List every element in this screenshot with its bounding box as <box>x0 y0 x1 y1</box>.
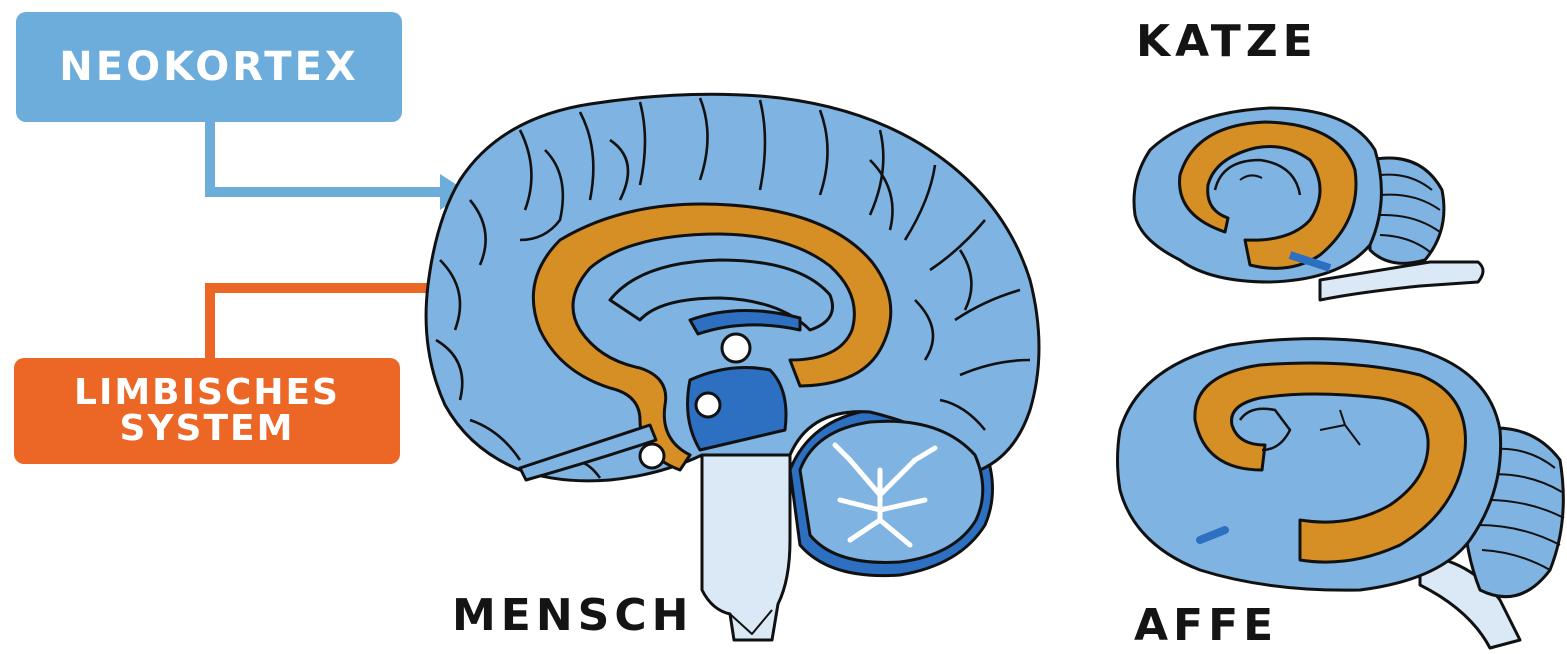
human-brain <box>426 94 1039 640</box>
human-cerebellum <box>800 421 983 562</box>
cat-brain <box>1134 108 1483 300</box>
human-brainstem <box>702 450 790 640</box>
monkey-brain <box>1118 339 1565 648</box>
neokortex-arrow <box>210 118 468 210</box>
